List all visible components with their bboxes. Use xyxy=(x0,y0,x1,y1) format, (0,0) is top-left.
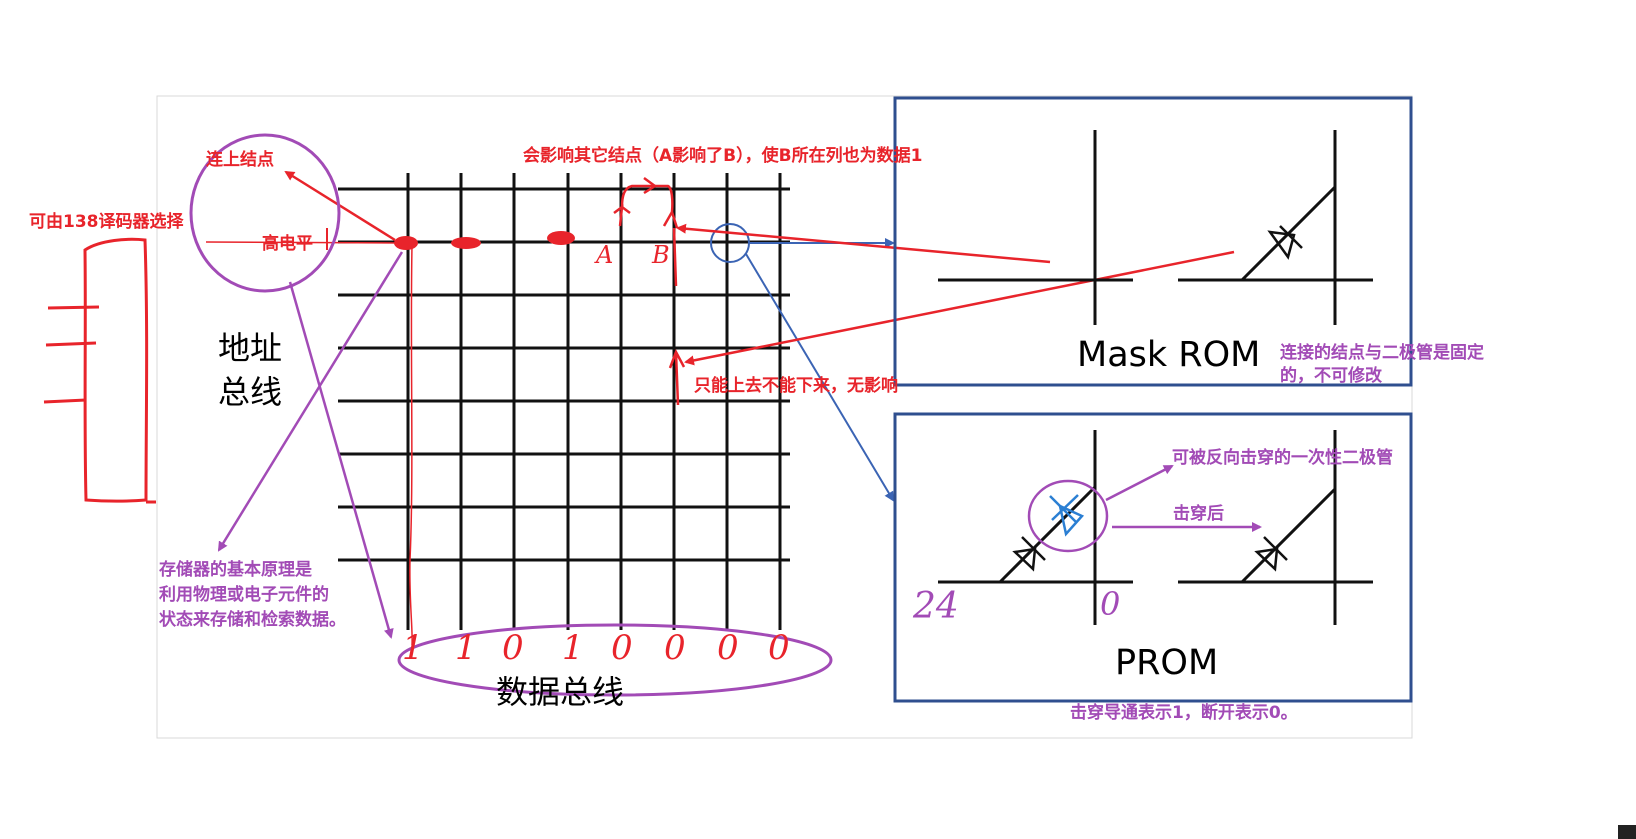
high-level-label: 高电平 xyxy=(262,234,313,254)
prom-circuit xyxy=(938,430,1373,625)
memory-principle-line2: 利用物理或电子元件的 xyxy=(159,585,329,605)
arrow-affects-b xyxy=(676,223,1051,264)
node-a-label: A xyxy=(596,241,614,269)
data-bit: 0 xyxy=(768,628,790,668)
data-bit: 0 xyxy=(664,628,686,668)
arrow-data-bus xyxy=(288,281,394,639)
address-bus-label-line2: 总线 xyxy=(218,373,283,411)
address-bus-label-line1: 地址 xyxy=(218,329,283,367)
prom-handwritten-left: 24 xyxy=(913,586,959,627)
data-bus-label: 数据总线 xyxy=(496,673,625,711)
data-bit: 1 xyxy=(562,628,584,668)
slide-panel xyxy=(156,95,1413,739)
prom-handwritten-right: 0 xyxy=(1100,585,1121,623)
data-bit: 0 xyxy=(611,628,633,668)
corner-block xyxy=(1618,825,1636,839)
reverse-diode-label: 可被反向击穿的一次性二极管 xyxy=(1172,448,1393,468)
mask-rom-note-line1: 连接的结点与二极管是固定 xyxy=(1280,343,1484,363)
prom-box xyxy=(893,412,1413,703)
blue-link-prom xyxy=(745,253,895,502)
mask-rom-circuit xyxy=(938,130,1373,325)
data-bit: 1 xyxy=(402,628,424,668)
arrow-memory-principle xyxy=(217,251,404,552)
breakdown-note-label: 击穿导通表示1，断开表示0。 xyxy=(1070,703,1298,723)
ab-path-sketch xyxy=(613,176,686,406)
prom-diode-icon-left xyxy=(1012,536,1046,572)
arrow-reverse-diode xyxy=(1105,464,1174,502)
fuse-diode-icon xyxy=(1049,494,1085,537)
mask-rom-diode-icon xyxy=(1267,225,1303,260)
data-bit: 1 xyxy=(455,628,477,668)
prom-title: PROM xyxy=(1115,643,1219,683)
memory-principle-line1: 存储器的基本原理是 xyxy=(159,560,312,580)
mask-rom-note-line2: 的，不可修改 xyxy=(1280,366,1382,386)
fuse-diode-circle xyxy=(1027,479,1109,553)
prom-diode-icon-right xyxy=(1254,536,1288,572)
data-bit: 0 xyxy=(502,628,524,668)
connect-node-label: 连上结点 xyxy=(206,150,274,170)
arrow-only-up xyxy=(684,250,1235,366)
node-down-line xyxy=(409,245,413,646)
data-bus-ellipse xyxy=(397,623,833,697)
mask-rom-box xyxy=(893,96,1413,387)
data-bit: 0 xyxy=(717,628,739,668)
affects-other-label: 会影响其它结点（A影响了B），使B所在列也为数据1 xyxy=(523,146,923,166)
decoder-sketch xyxy=(43,237,156,504)
decoder-select-label: 可由138译码器选择 xyxy=(29,212,184,232)
mask-rom-title: Mask ROM xyxy=(1077,335,1261,375)
node-b-label: B xyxy=(652,241,670,269)
arrow-connect-node xyxy=(284,170,396,242)
only-up-label: 只能上去不能下来，无影响 xyxy=(694,376,898,396)
node-detail-ellipse xyxy=(189,133,341,293)
memory-principle-line3: 状态来存储和检索数据。 xyxy=(159,610,346,630)
high-level-line xyxy=(205,241,401,244)
after-breakdown-label: 击穿后 xyxy=(1173,504,1224,524)
